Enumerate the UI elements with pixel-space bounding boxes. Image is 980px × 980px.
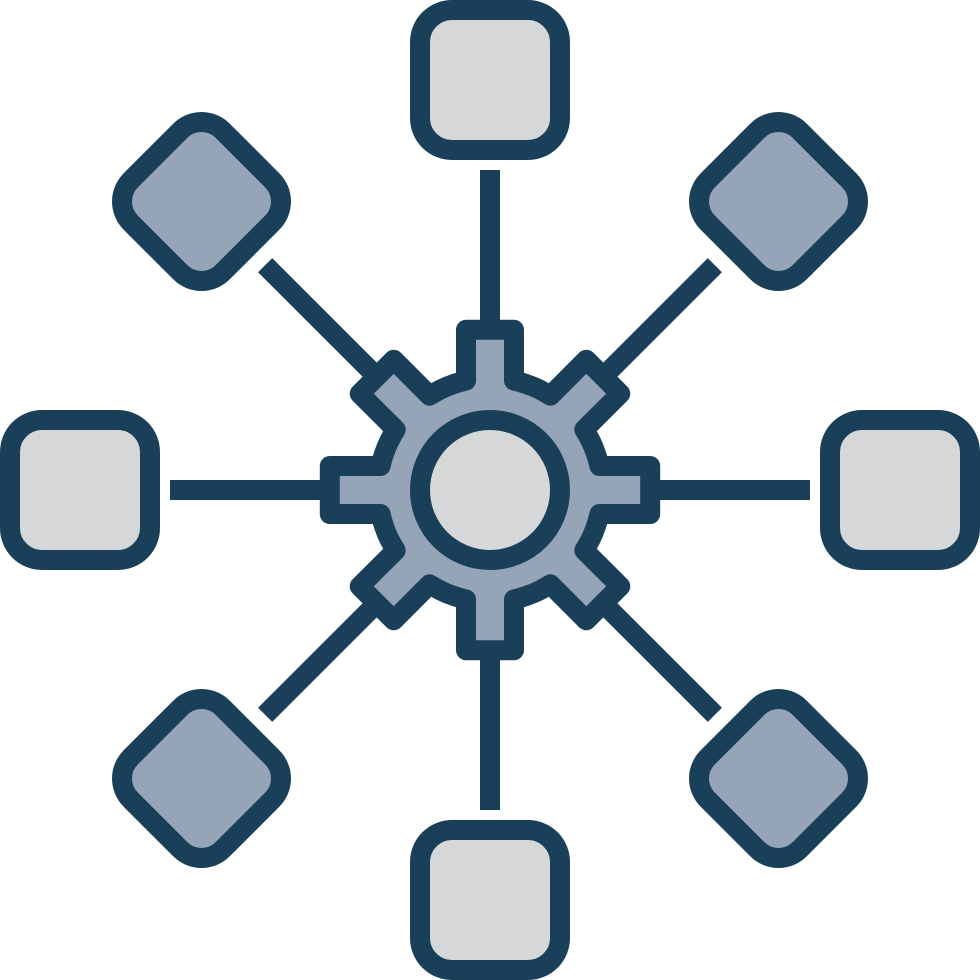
node-top-right-shape	[689, 112, 868, 291]
node-top-left-shape	[112, 112, 291, 291]
node-top-right	[689, 112, 868, 291]
node-top	[410, 0, 570, 160]
node-bottom	[410, 820, 570, 980]
connector-line-bottom-left	[258, 599, 381, 722]
node-bottom-left-shape	[112, 689, 291, 868]
connector-line-top-right	[599, 258, 722, 381]
gear-hub	[410, 410, 570, 570]
node-bottom-left	[112, 689, 291, 868]
connector-lines	[170, 170, 810, 810]
gear-icon	[319, 319, 661, 661]
node-bottom-right-shape	[689, 689, 868, 868]
connector-line-bottom-right	[599, 599, 722, 722]
connector-line-top-left	[258, 258, 381, 381]
node-left	[0, 410, 160, 570]
node-right	[820, 410, 980, 570]
node-top-left	[112, 112, 291, 291]
node-bottom-right	[689, 689, 868, 868]
